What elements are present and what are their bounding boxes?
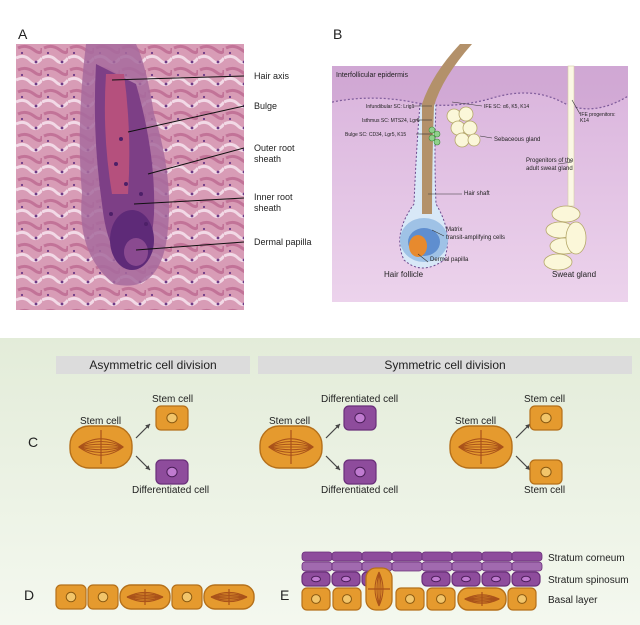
label-hair-follicle: Hair follicle	[384, 270, 424, 279]
c2-arrow-down-head	[335, 465, 340, 470]
e-corneum-cell	[481, 561, 513, 572]
panel-label-a: A	[18, 26, 28, 42]
e-spinosum-cell-nucleus	[341, 575, 351, 583]
e-spinosum-cell-nucleus	[461, 575, 471, 583]
panel-label-e: E	[280, 587, 290, 603]
layer-stratum-spinosum: Stratum spinosum	[548, 575, 629, 586]
label-interfollicular-epidermis: Interfollicular epidermis	[336, 72, 408, 79]
layer-basal: Basal layer	[548, 595, 598, 606]
label-ife-progenitors-2: K14	[580, 118, 589, 124]
e-corneum-cell	[451, 551, 483, 562]
e-corneum-cell	[391, 561, 423, 572]
e-corneum-cell	[301, 561, 333, 572]
c1-out-stem-cell-nucleus	[166, 412, 178, 424]
c3-arrow-up-head	[525, 424, 530, 429]
label-sweat-progenitors-1: Progenitors of the	[526, 158, 574, 164]
e-spinosum-cell-nucleus	[521, 575, 531, 583]
c2-arrow-up-head	[335, 424, 340, 429]
label-sebaceous-gland: Sebaceous gland	[494, 137, 541, 143]
d-basal-cell-1-nucleus	[97, 591, 109, 603]
c3-arrow-down-head	[525, 465, 530, 470]
label-dermal-papilla: Dermal papilla	[254, 237, 312, 247]
c3-stem-top-label: Stem cell	[524, 394, 566, 405]
label-bulge: Bulge	[254, 101, 278, 111]
e-basal-cell-0-nucleus	[311, 594, 321, 604]
e-corneum-cell	[451, 561, 483, 572]
c3-out-stem-bottom-nucleus	[540, 466, 552, 478]
histology-micrograph	[16, 44, 244, 310]
c2-diff-bottom-label: Differentiated cell	[321, 485, 399, 496]
d-basal-cell-3-nucleus	[181, 591, 193, 603]
c3-stem-label: Stem cell	[455, 416, 497, 427]
label-dermal-papilla-b: Dermal papilla	[430, 257, 469, 263]
c2-out-diff-bottom-nucleus	[354, 466, 366, 478]
c2-diff-top-label: Differentiated cell	[321, 394, 399, 405]
panel-label-c: C	[28, 434, 39, 450]
label-sweat-gland: Sweat gland	[552, 270, 597, 279]
header-asymmetric: Asymmetric cell division	[56, 356, 250, 374]
label-transit-amplifying: transit-amplifying cells	[446, 235, 506, 241]
label-inner-root-1: Inner root	[254, 192, 293, 202]
label-outer-root-2: sheath	[254, 154, 282, 164]
e-corneum-cell	[391, 551, 423, 562]
c3-stem-bottom-label: Stem cell	[524, 485, 566, 496]
panel-label-d: D	[24, 587, 35, 603]
c2-out-diff-top-nucleus	[354, 412, 366, 424]
label-ife-sc: IFE SC: α6, K5, K14	[484, 104, 530, 110]
e-corneum-cell	[331, 551, 363, 562]
e-corneum-cell	[511, 551, 543, 562]
hair-follicle-diagram	[332, 44, 628, 302]
label-ife-progenitors-1: IFE progenitors:	[580, 112, 616, 118]
e-spinosum-cell-nucleus	[491, 575, 501, 583]
c1-out-diff-cell-nucleus	[166, 466, 178, 478]
header-symmetric: Symmetric cell division	[258, 356, 632, 374]
c1-diff-label: Differentiated cell	[132, 485, 210, 496]
e-spinosum-cell-nucleus	[431, 575, 441, 583]
label-hair-axis: Hair axis	[254, 71, 290, 81]
panel-label-b: B	[333, 26, 343, 42]
e-basal-cell-1-nucleus	[342, 594, 352, 604]
label-bulge-sc: Bulge SC: CD34, Lgr5, K15	[345, 132, 407, 138]
e-basal-cell-4-nucleus	[436, 594, 446, 604]
label-matrix: Matrix	[446, 227, 463, 233]
d-basal-cell-0-nucleus	[65, 591, 77, 603]
c3-out-stem-top-nucleus	[540, 412, 552, 424]
e-spinosum-cell-nucleus	[311, 575, 321, 583]
c1-stem-label: Stem cell	[80, 416, 122, 427]
label-infundibular-sc: Infundibular SC: Lrig1	[366, 104, 415, 110]
c2-stem-label: Stem cell	[269, 416, 311, 427]
c1-arrow-up-head	[145, 424, 150, 429]
e-corneum-cell	[361, 551, 393, 562]
c1-stem-out-label: Stem cell	[152, 394, 194, 405]
e-corneum-cell	[331, 561, 363, 572]
e-basal-cell-6-nucleus	[517, 594, 527, 604]
label-inner-root-2: sheath	[254, 203, 282, 213]
e-corneum-cell	[421, 551, 453, 562]
e-corneum-cell	[511, 561, 543, 572]
e-corneum-cell	[481, 551, 513, 562]
label-sweat-progenitors-2: adult sweat gland	[526, 166, 573, 172]
e-corneum-cell	[301, 551, 333, 562]
e-corneum-cell	[421, 561, 453, 572]
label-outer-root-1: Outer root	[254, 143, 295, 153]
e-basal-cell-3-nucleus	[405, 594, 415, 604]
label-isthmus-sc: Isthmus SC: MTS24, Lgr6	[362, 118, 420, 124]
label-hair-shaft: Hair shaft	[464, 191, 490, 197]
c1-arrow-down-head	[145, 465, 150, 470]
layer-stratum-corneum: Stratum corneum	[548, 553, 625, 564]
